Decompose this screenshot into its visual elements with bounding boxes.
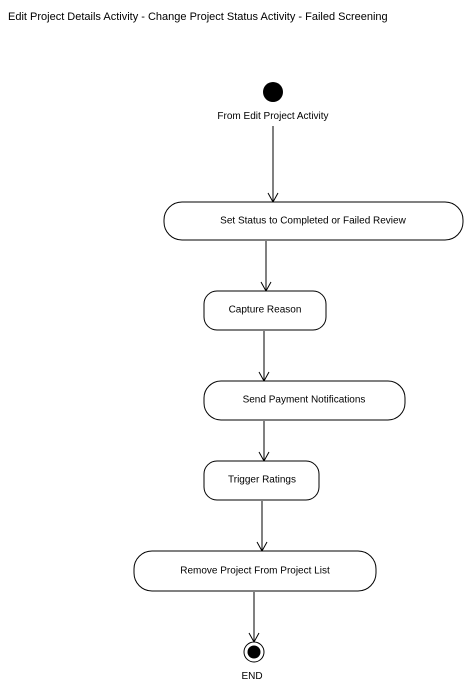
start-label: From Edit Project Activity (217, 111, 328, 122)
action-node: Capture Reason (203, 290, 327, 331)
action-node: Trigger Ratings (203, 460, 320, 501)
action-label: Set Status to Completed or Failed Review (220, 216, 406, 227)
end-label: END (241, 671, 262, 682)
action-node: Remove Project From Project List (133, 550, 377, 592)
end-node (243, 641, 265, 663)
action-label: Send Payment Notifications (243, 395, 366, 406)
diagram-title: Edit Project Details Activity - Change P… (8, 11, 388, 23)
start-node (263, 82, 283, 102)
action-label: Remove Project From Project List (180, 566, 330, 577)
action-label: Trigger Ratings (228, 475, 296, 486)
action-node: Send Payment Notifications (203, 380, 406, 421)
action-node: Set Status to Completed or Failed Review (163, 201, 464, 241)
action-label: Capture Reason (229, 305, 302, 316)
